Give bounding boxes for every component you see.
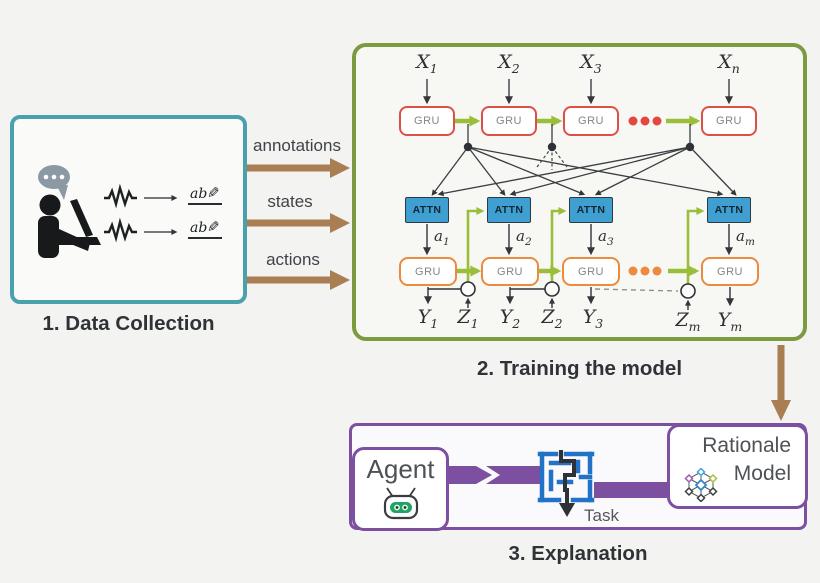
decoder-gru-m: GRU (701, 257, 759, 286)
decoder-gru-2: GRU (481, 257, 539, 286)
speech-bubble-icon (38, 165, 70, 200)
flow-label-actions: actions (266, 250, 320, 269)
encoder-gru-n: GRU (701, 106, 757, 136)
encoder-gru-1: GRU (399, 106, 455, 136)
flow-arrow-annotations (247, 158, 350, 178)
rationale-network-icon (684, 468, 718, 502)
decoder-gru-1: GRU (399, 257, 457, 286)
flow-arrow-states (247, 213, 350, 233)
agent-box: Agent (352, 447, 449, 531)
attention-weight-label-1: a1 (434, 227, 450, 248)
encoder-ellipsis-icon (628, 116, 662, 126)
annotate-icon-text: ab (190, 220, 208, 236)
attention-fan-lines (431, 124, 737, 197)
agent-to-task-arrow (449, 466, 492, 484)
task-label: Task (584, 506, 619, 525)
encoder-input-label-n: Xn (718, 51, 740, 76)
output-label-y3: Y3 (582, 306, 604, 331)
rationale-label-line1: Rationale (702, 434, 791, 457)
waveform-icon (104, 183, 137, 243)
person-at-laptop-icon (38, 194, 101, 258)
rationale-to-task-arrow-chevron (594, 482, 641, 498)
gate-feedback-links (466, 207, 705, 286)
attention-output-arrows (423, 224, 733, 256)
attention-weight-label-3: a3 (598, 227, 614, 248)
annotate-icon: ab✎ (188, 219, 222, 239)
pencil-icon: ✎ (207, 185, 220, 202)
maze-task-icon (537, 451, 595, 503)
encoder-gru-3: GRU (563, 106, 619, 136)
data-collection-label: 1. Data Collection (42, 312, 215, 335)
gate-branch-dashed (594, 288, 679, 292)
rationale-label-line2: Model (733, 461, 791, 485)
annotate-icon-text: ab (190, 186, 208, 202)
training-to-explanation-arrow (771, 345, 791, 421)
decoder-gru-3: GRU (562, 257, 620, 286)
encoder-input-label-2: X2 (498, 51, 520, 76)
encoder-input-label-1: X1 (416, 51, 438, 76)
attention-unit-1: ATTN (405, 197, 449, 223)
decoder-ellipsis-icon (628, 266, 662, 276)
annotate-arrow (144, 195, 178, 235)
attention-unit-2: ATTN (487, 197, 531, 223)
gate-input-arrows (465, 297, 691, 310)
pencil-icon: ✎ (207, 219, 220, 236)
output-label-y1: Y1 (417, 306, 439, 331)
attention-fan-dashed (536, 146, 568, 170)
hidden-tap-dots (463, 142, 695, 152)
annotate-icon: ab✎ (188, 185, 222, 205)
task-path-arrow (559, 450, 576, 517)
rationale-model-box: Rationale Model (667, 424, 808, 509)
robot-icon (383, 487, 418, 520)
explanation-label: 3. Explanation (508, 542, 648, 565)
encoder-input-label-3: X3 (580, 51, 602, 76)
flow-arrow-actions (247, 270, 350, 290)
attention-unit-3: ATTN (569, 197, 613, 223)
agent-to-task-arrow-chevron (486, 466, 540, 484)
output-label-y2: Y2 (499, 306, 521, 331)
encoder-gru-2: GRU (481, 106, 537, 136)
attention-weight-label-m: am (736, 227, 755, 248)
attention-weight-label-2: a2 (516, 227, 532, 248)
attention-unit-m: ATTN (707, 197, 751, 223)
gate-label-z1: Z1 (457, 306, 479, 331)
gate-label-z2: Z2 (541, 306, 563, 331)
training-label: 2. Training the model (476, 357, 683, 380)
flow-label-annotations: annotations (253, 136, 341, 155)
gate-label-zm: Zm (675, 309, 701, 334)
gate-nodes (460, 281, 696, 299)
agent-label: Agent (366, 454, 435, 484)
flow-label-states: states (267, 192, 313, 211)
output-label-ym: Ym (717, 309, 743, 334)
encoder-input-arrows (423, 79, 733, 105)
